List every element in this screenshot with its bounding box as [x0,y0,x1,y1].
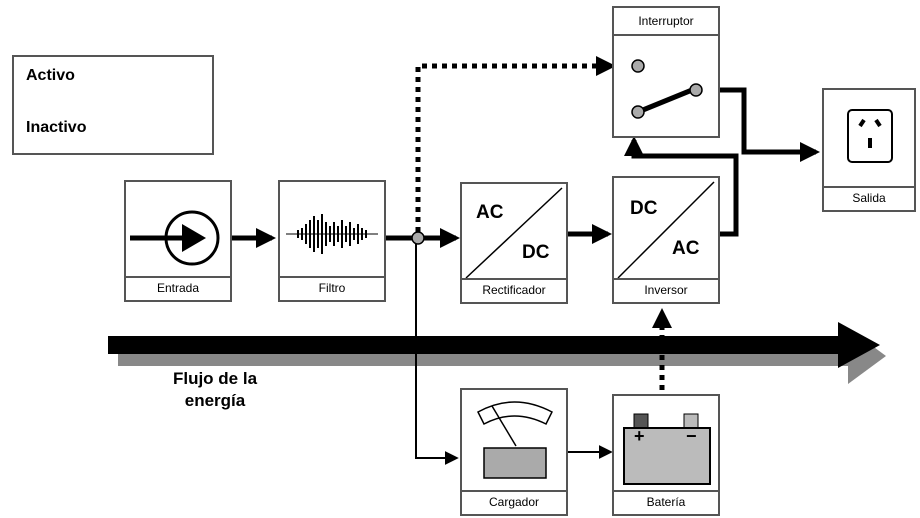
legend-active-label: Activo [26,67,75,84]
legend-inactive-label: Inactivo [26,119,87,136]
cargador-block: Cargador [460,388,568,516]
inversor-ac-text: AC [672,238,700,259]
energy-flow-label-line1: Flujo de la [172,369,258,388]
wire-inversor-interruptor [624,136,739,237]
inversor-label: Inversor [614,278,718,302]
battery-icon [623,413,711,485]
inversor-block: DC AC Inversor [612,176,720,304]
battery-plus-sign: + [634,426,645,446]
meter-icon [477,401,553,479]
inversor-dc-text: DC [630,198,658,219]
waveform-icon [286,214,378,254]
interruptor-label: Interruptor [614,8,718,36]
bateria-block: + − Batería [612,394,720,516]
pump-icon [130,210,220,266]
rectificador-label: Rectificador [462,278,566,302]
interruptor-block: Interruptor [612,6,720,138]
entrada-label: Entrada [126,276,230,300]
switch-icon [631,59,703,119]
energy-flow-label-line2: energía [184,391,246,410]
wire-interruptor-salida [696,87,820,162]
salida-label: Salida [824,186,914,210]
salida-block: Salida [822,88,916,212]
filtro-block: Filtro [278,180,386,302]
junction-node [411,231,425,245]
rectificador-ac-text: AC [476,202,504,223]
cargador-label: Cargador [462,490,566,514]
battery-minus-sign: − [686,426,697,446]
legend: Activo Inactivo [12,55,214,155]
filtro-label: Filtro [280,276,384,300]
entrada-block: Entrada [124,180,232,302]
rectificador-block: AC DC Rectificador [460,182,568,304]
diagonal-divider [617,181,715,279]
outlet-icon [847,109,893,163]
diagonal-divider [465,187,563,279]
bateria-label: Batería [614,490,718,514]
energy-flow-label: Flujo de la energía [150,368,280,412]
wire-node-cargador [415,244,459,465]
rectificador-dc-text: DC [522,242,550,263]
